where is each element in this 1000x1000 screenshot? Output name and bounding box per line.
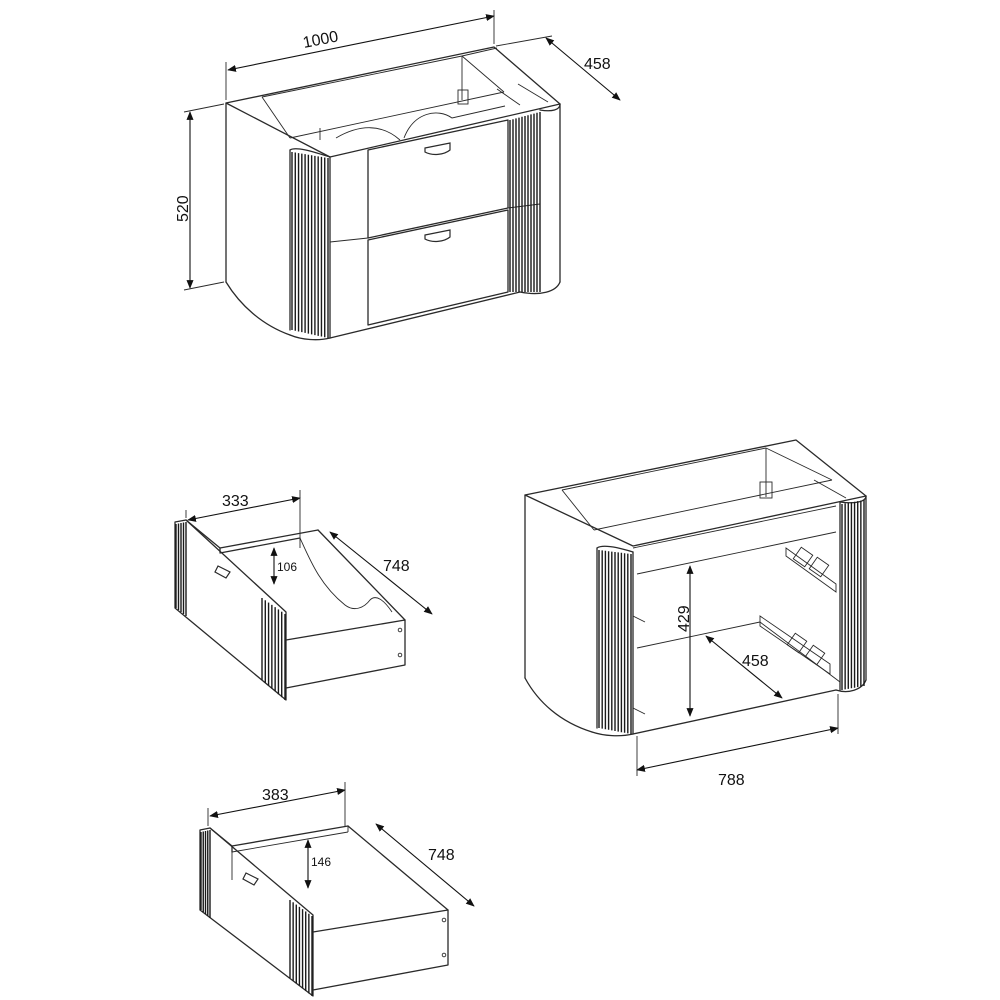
top-drawer-view: 333 106 748 — [174, 490, 433, 701]
bottom-drawer-view: 383 146 748 — [199, 782, 475, 997]
cabinet-assembly-view: 1000 458 520 — [175, 10, 621, 341]
dim-bottom-drawer-width: 383 — [262, 787, 289, 804]
dim-carcass-inner-width: 788 — [718, 772, 745, 789]
carcass-view: 429 458 788 — [524, 439, 867, 789]
dim-carcass-inner-height: 429 — [676, 605, 693, 632]
dim-cabinet-width: 1000 — [302, 28, 340, 51]
dim-cabinet-depth: 458 — [584, 56, 611, 73]
dim-bottom-drawer-height: 146 — [311, 855, 331, 869]
dim-carcass-inner-depth: 458 — [742, 653, 769, 670]
dim-top-drawer-width: 333 — [222, 493, 249, 510]
dim-top-drawer-depth: 748 — [383, 558, 410, 575]
dim-cabinet-height: 520 — [175, 195, 192, 222]
dim-bottom-drawer-depth: 748 — [428, 847, 455, 864]
dim-top-drawer-height: 106 — [277, 560, 297, 574]
